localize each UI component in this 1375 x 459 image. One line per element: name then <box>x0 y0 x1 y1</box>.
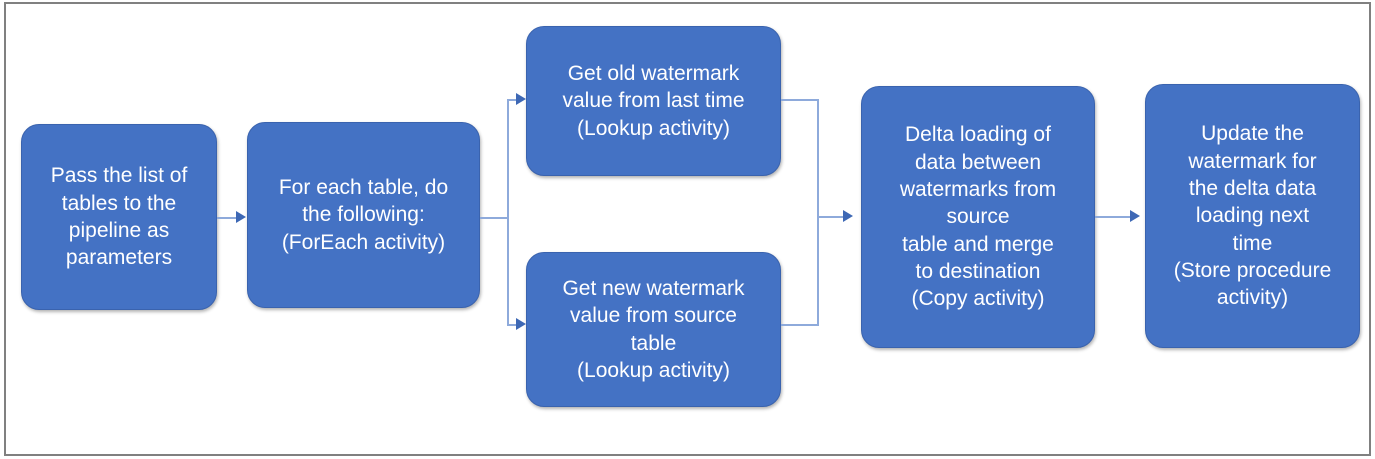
arrowhead-icon-merge-to-copy-activity <box>843 210 853 222</box>
connector-pass-list-to-foreach <box>217 217 239 219</box>
connector-split-to-get-new-watermark <box>507 324 521 326</box>
node-foreach-activity-label: For each table, do the following: (ForEa… <box>278 176 449 254</box>
connector-branch-merge-vertical <box>817 99 819 326</box>
node-update-watermark[interactable]: Update the watermark for the delta data … <box>1145 84 1360 348</box>
node-get-old-watermark[interactable]: Get old watermark value from last time (… <box>526 26 781 176</box>
connector-copy-activity-to-update-watermark <box>1095 216 1135 218</box>
node-foreach-activity[interactable]: For each table, do the following: (ForEa… <box>247 122 480 308</box>
node-delta-loading-copy-activity[interactable]: Delta loading of data between watermarks… <box>861 86 1095 348</box>
node-delta-loading-copy-activity-label: Delta loading of data between watermarks… <box>899 123 1057 311</box>
connector-merge-to-copy-activity <box>817 216 847 218</box>
arrowhead-icon-copy-activity-to-update-watermark <box>1130 210 1140 222</box>
node-get-new-watermark[interactable]: Get new watermark value from source tabl… <box>526 252 781 407</box>
arrowhead-icon-pass-list-to-foreach <box>236 211 246 223</box>
arrowhead-icon-split-to-get-new-watermark <box>516 318 526 330</box>
connector-foreach-output-stub <box>480 217 509 219</box>
node-pass-list-of-tables[interactable]: Pass the list of tables to the pipeline … <box>21 124 217 310</box>
connector-get-new-watermark-to-merge <box>781 324 819 326</box>
connector-branch-split-vertical <box>507 100 509 326</box>
connector-get-old-watermark-to-merge <box>781 99 819 101</box>
node-get-new-watermark-label: Get new watermark value from source tabl… <box>562 276 745 382</box>
arrowhead-icon-split-to-get-old-watermark <box>516 93 526 105</box>
connector-split-to-get-old-watermark <box>507 99 521 101</box>
node-get-old-watermark-label: Get old watermark value from last time (… <box>562 62 745 140</box>
node-update-watermark-label: Update the watermark for the delta data … <box>1173 122 1332 310</box>
node-pass-list-of-tables-label: Pass the list of tables to the pipeline … <box>50 164 188 270</box>
